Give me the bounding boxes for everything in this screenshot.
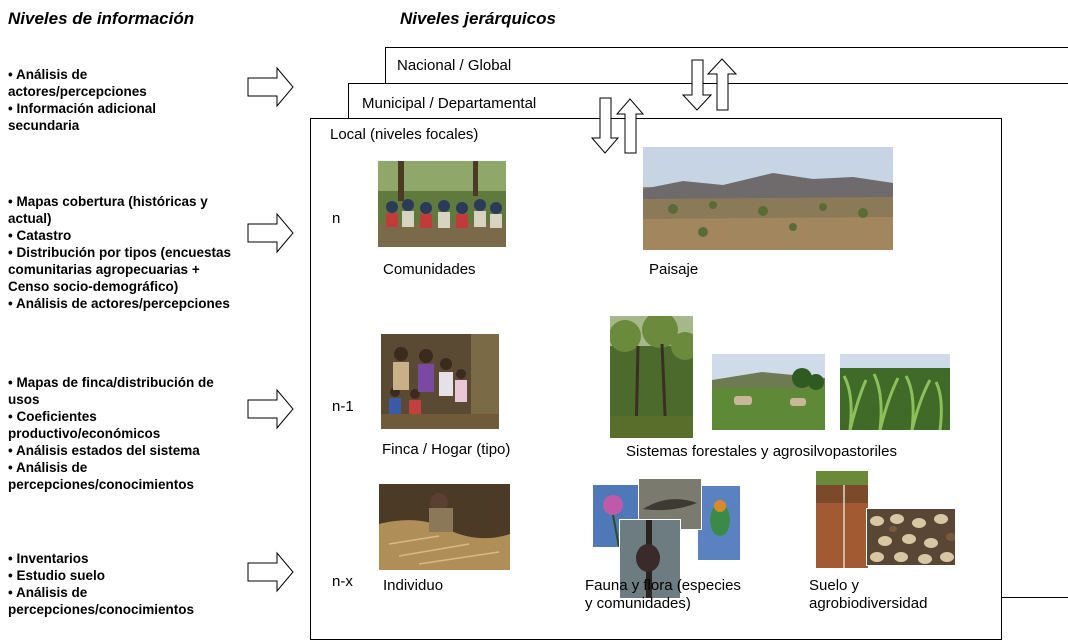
caption-finca: Finca / Hogar (tipo) xyxy=(382,441,511,458)
forest-photo xyxy=(609,315,694,439)
caption-fauna: Fauna y flora (especies y comunidades) xyxy=(585,577,741,612)
maize-photo xyxy=(839,353,951,431)
bird-photo-left xyxy=(619,519,681,599)
caption-individuo: Individuo xyxy=(383,577,444,594)
landscape-photo xyxy=(642,146,894,251)
info-block-nx: • Inventarios • Estudio suelo • Análisis… xyxy=(8,551,195,617)
arrow-right-nx-icon xyxy=(247,551,294,593)
individual-photo xyxy=(378,483,511,571)
caption-paisaje: Paisaje xyxy=(649,261,699,278)
info-levels-heading: Niveles de información xyxy=(8,9,195,28)
arrow-down-national-icon xyxy=(681,59,713,111)
level-n1: n-1 xyxy=(332,398,354,415)
level-n: n xyxy=(332,210,341,227)
level-nx: n-x xyxy=(332,573,353,590)
caption-sistemas: Sistemas forestales y agrosilvopastorile… xyxy=(626,443,897,460)
arrow-down-municipal-icon xyxy=(590,97,620,154)
seeds-photo xyxy=(866,508,956,566)
community-photo xyxy=(377,160,507,248)
hier-levels-heading: Niveles jerárquicos xyxy=(400,9,556,28)
arrow-up-municipal-icon xyxy=(615,98,645,154)
caption-suelo: Suelo y agrobiodiversidad xyxy=(809,577,928,612)
soil-profile-photo xyxy=(815,470,869,569)
pasture-photo xyxy=(711,353,826,431)
arrow-up-national-icon xyxy=(706,58,738,111)
arrow-right-global-icon xyxy=(247,66,294,108)
info-block-n: • Mapas cobertura (históricas y actual) … xyxy=(8,194,232,311)
arrow-right-n1-icon xyxy=(247,388,294,430)
family-photo xyxy=(380,333,500,430)
frame-label-national: Nacional / Global xyxy=(397,57,512,74)
frame-label-local: Local (niveles focales) xyxy=(330,126,479,143)
bird-photo-right xyxy=(697,485,741,561)
info-block-global: • Análisis de actores/percepciones • Inf… xyxy=(8,67,156,133)
arrow-right-n-icon xyxy=(247,212,294,254)
caption-comunidades: Comunidades xyxy=(383,261,476,278)
frame-label-municipal: Municipal / Departamental xyxy=(362,95,537,112)
info-block-n1: • Mapas de finca/distribución de usos • … xyxy=(8,375,214,492)
